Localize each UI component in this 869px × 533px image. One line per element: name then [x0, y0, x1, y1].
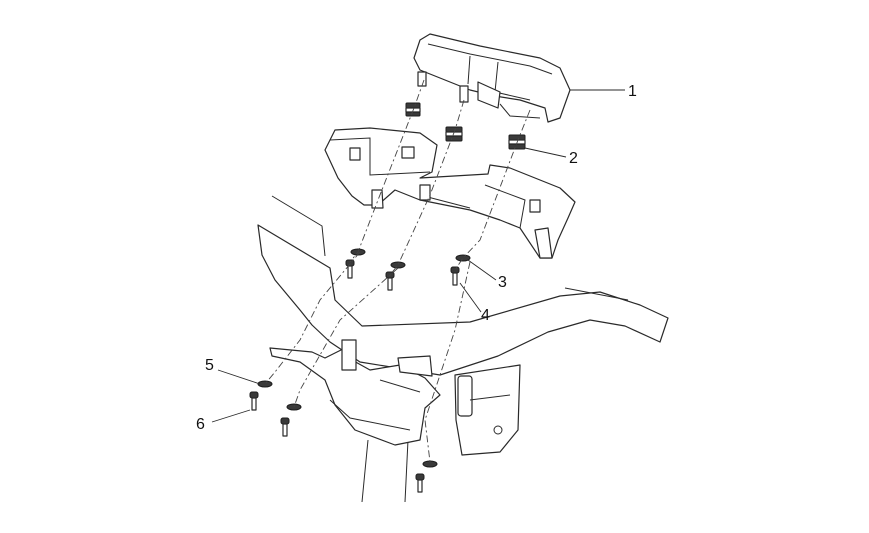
- handlebar: [257, 195, 669, 376]
- switch-housing: [454, 364, 521, 456]
- callout-4: 4: [481, 307, 490, 324]
- assembly-lines: [264, 79, 531, 463]
- mounting-frame: [324, 127, 576, 259]
- callout-2: 2: [569, 150, 578, 167]
- rubber-grommets: [405, 102, 526, 150]
- callout-1: 1: [628, 83, 637, 100]
- callout-6: 6: [196, 416, 205, 433]
- steering-stem: [361, 439, 409, 503]
- screws: [249, 259, 460, 493]
- callout-5: 5: [205, 357, 214, 374]
- callout-labels: 1 2 3 4 5 6: [196, 83, 637, 433]
- instrument-panel: [413, 33, 571, 123]
- lower-bracket: [269, 339, 441, 446]
- washers: [257, 248, 471, 468]
- leader-lines: [211, 89, 625, 423]
- callout-3: 3: [498, 274, 507, 291]
- grommet-middle: [445, 126, 463, 142]
